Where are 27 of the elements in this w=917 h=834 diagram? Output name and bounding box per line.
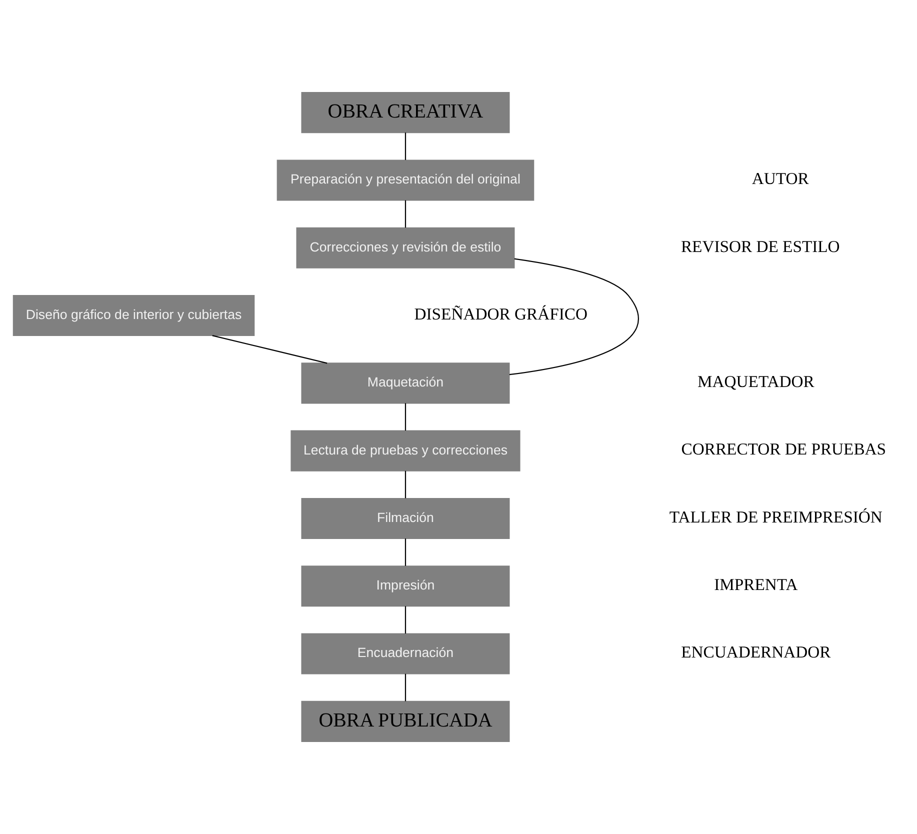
label: CORRECTOR DE PRUEBAS	[680, 440, 886, 459]
label: ENCUADERNADOR	[680, 642, 830, 662]
connector	[212, 335, 327, 364]
node-box: Filmación	[300, 498, 510, 539]
connector	[404, 470, 406, 498]
node-box: OBRA PUBLICADA	[300, 700, 510, 742]
connector	[404, 538, 406, 566]
label: TALLER DE PREIMPRESIÓN	[668, 507, 882, 526]
connector	[404, 200, 406, 228]
node-box: Impresión	[300, 566, 510, 607]
node-box: Maquetación	[300, 362, 510, 404]
node-box: Correcciones y revisión de estilo	[296, 227, 514, 268]
connector	[404, 132, 406, 160]
node-box: OBRA CREATIVA	[300, 92, 510, 134]
connector	[404, 606, 406, 634]
connector	[404, 403, 406, 431]
label: DISEÑADOR GRÁFICO	[414, 304, 587, 324]
node-box: Preparación y presentación del original	[276, 160, 534, 201]
node-box: Lectura de pruebas y correcciones	[290, 430, 520, 472]
node-box: Diseño gráfico de interior y cubiertas	[12, 295, 254, 336]
connector	[404, 674, 406, 702]
node-box: Encuadernación	[300, 633, 510, 674]
connector	[508, 258, 638, 376]
label: REVISOR DE ESTILO	[680, 236, 840, 256]
label: IMPRENTA	[714, 575, 798, 594]
label: MAQUETADOR	[697, 372, 814, 392]
label: AUTOR	[751, 169, 808, 188]
